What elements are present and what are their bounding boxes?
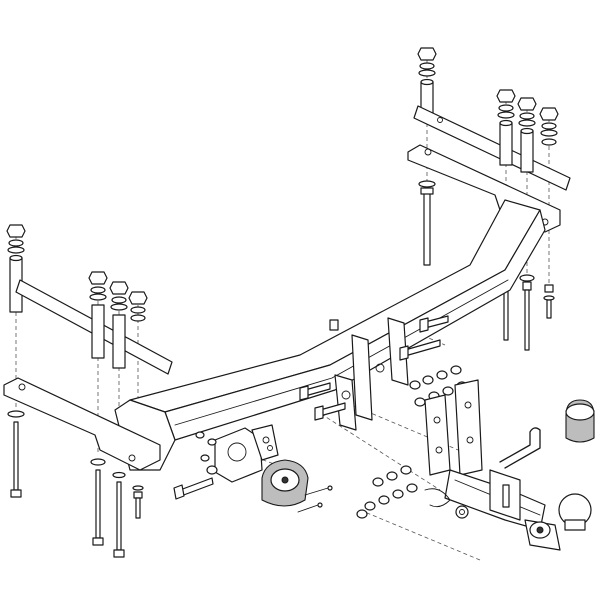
socket-bolt	[173, 477, 214, 500]
left-bolt-stack	[6, 224, 26, 313]
left-spacer-tubes	[88, 271, 148, 369]
left-long-bolts	[7, 410, 144, 558]
electrical-socket	[261, 459, 309, 507]
socket-mounting-bracket	[214, 424, 279, 483]
coupling-pin	[499, 427, 541, 469]
left-mounting-plate	[3, 377, 161, 471]
safety-eye-clip	[424, 488, 469, 519]
tow-ball-cover	[565, 399, 595, 443]
tow-ball	[524, 493, 592, 551]
center-small-bolts	[299, 315, 449, 421]
central-drop-brackets	[334, 317, 409, 431]
towbar-neck-tube	[444, 469, 546, 531]
right-spacer-tubes	[496, 89, 559, 173]
towbar-neck-plates	[424, 379, 483, 476]
socket-washers	[195, 431, 218, 475]
center-nut-rows	[356, 365, 468, 519]
upper-right-bolt-stack	[417, 47, 437, 119]
socket-screws	[297, 485, 333, 513]
main-cross-beam	[114, 199, 546, 471]
